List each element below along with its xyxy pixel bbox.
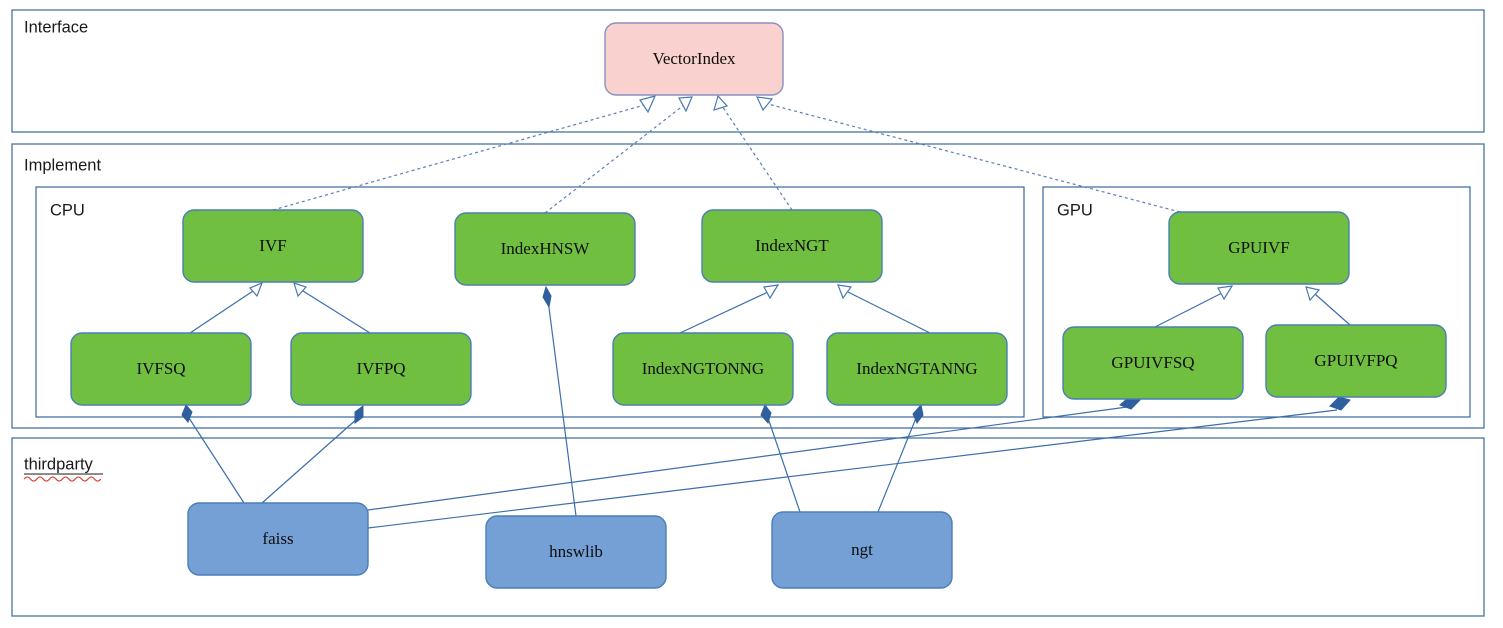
- node-indexhnsw-rect[interactable]: [454, 212, 636, 286]
- hollow-arrowhead-icon: [678, 96, 693, 113]
- filled-diamond-icon: [912, 403, 924, 424]
- node-indexngt[interactable]: IndexNGT: [701, 209, 883, 283]
- hollow-arrowhead-icon: [713, 94, 729, 111]
- edge-gpuivfsq-to-gpuivf: [1154, 285, 1234, 328]
- node-indexngt-rect[interactable]: [701, 209, 883, 283]
- node-gpuivfpq-rect[interactable]: [1265, 324, 1447, 398]
- edge-ivfpq-to-ivf: [293, 282, 371, 334]
- node-ivfpq-rect[interactable]: [290, 332, 472, 406]
- hollow-arrowhead-icon: [248, 281, 264, 298]
- filled-diamond-icon: [181, 404, 193, 423]
- node-ngt-label: ngt: [851, 540, 873, 559]
- hollow-arrowhead-icon: [837, 284, 853, 300]
- edge-ngt-to-indexngtanng: [877, 403, 924, 513]
- node-ngt[interactable]: ngt: [771, 511, 953, 589]
- edge-ivfsq-to-ivf: [189, 281, 264, 334]
- group-interface-label: Interface: [24, 18, 88, 36]
- spellcheck-squiggle-icon: [23, 476, 102, 482]
- node-indexngtanng[interactable]: IndexNGTANNG: [826, 332, 1008, 406]
- hollow-arrowhead-icon: [639, 95, 657, 114]
- node-indexngtonng-rect[interactable]: [612, 332, 794, 406]
- node-faiss-label: faiss: [262, 529, 293, 548]
- edge-indexngt-to-vectorindex: [713, 94, 793, 211]
- hollow-arrowhead-icon: [1217, 285, 1234, 301]
- group-cpu-label: CPU: [50, 201, 85, 219]
- edge-faiss-to-gpuivfpq: [367, 396, 1351, 529]
- node-vectorindex-label: VectorIndex: [652, 49, 736, 68]
- node-indexhnsw[interactable]: IndexHNSW: [454, 212, 636, 286]
- node-vectorindex-rect[interactable]: [604, 22, 784, 96]
- node-indexngtonng-label: IndexNGTONNG: [642, 359, 764, 378]
- node-indexhnsw-label: IndexHNSW: [501, 239, 591, 258]
- group-implement-label: Implement: [24, 156, 101, 174]
- filled-diamond-icon: [354, 405, 364, 424]
- edge-indexhnsw-to-vectorindex: [544, 96, 693, 214]
- node-gpuivfsq-rect[interactable]: [1062, 326, 1244, 400]
- edge-ngt-to-indexngtonng: [760, 403, 801, 513]
- edge-gpuivfpq-to-gpuivf: [1305, 286, 1351, 326]
- node-gpuivf-rect[interactable]: [1168, 211, 1350, 285]
- edge-indexngtonng-to-indexngt: [679, 284, 780, 334]
- node-gpuivfpq-label: GPUIVFPQ: [1314, 351, 1397, 370]
- node-ivf-label: IVF: [259, 236, 286, 255]
- node-gpuivfsq[interactable]: GPUIVFSQ: [1062, 326, 1244, 400]
- hollow-arrowhead-icon: [293, 282, 308, 298]
- node-ngt-rect[interactable]: [771, 511, 953, 589]
- group-thirdparty-label: thirdparty: [24, 455, 94, 473]
- node-gpuivf-label: GPUIVF: [1228, 238, 1289, 257]
- node-hnswlib-rect[interactable]: [485, 515, 667, 589]
- hollow-arrowhead-icon: [755, 96, 774, 112]
- edge-indexngtanng-to-indexngt: [837, 284, 931, 334]
- edge-hnswlib-to-indexhnsw: [542, 285, 577, 517]
- hollow-arrowhead-icon: [1305, 286, 1321, 302]
- node-indexngt-label: IndexNGT: [755, 236, 829, 255]
- node-indexngtanng-rect[interactable]: [826, 332, 1008, 406]
- filled-diamond-icon: [760, 403, 772, 425]
- node-faiss[interactable]: faiss: [187, 502, 369, 576]
- filled-diamond-icon: [542, 285, 552, 309]
- filled-diamond-icon: [1329, 396, 1351, 411]
- edge-faiss-to-ivfsq: [181, 404, 245, 504]
- node-vectorindex[interactable]: VectorIndex: [604, 22, 784, 96]
- node-ivfpq[interactable]: IVFPQ: [290, 332, 472, 406]
- node-ivf[interactable]: IVF: [182, 209, 364, 283]
- node-ivf-rect[interactable]: [182, 209, 364, 283]
- node-faiss-rect[interactable]: [187, 502, 369, 576]
- node-hnswlib[interactable]: hnswlib: [485, 515, 667, 589]
- node-gpuivfpq[interactable]: GPUIVFPQ: [1265, 324, 1447, 398]
- node-ivfsq-label: IVFSQ: [136, 359, 185, 378]
- node-ivfpq-label: IVFPQ: [356, 359, 405, 378]
- group-gpu-label: GPU: [1057, 201, 1093, 219]
- node-gpuivfsq-label: GPUIVFSQ: [1111, 353, 1194, 372]
- node-ivfsq[interactable]: IVFSQ: [70, 332, 252, 406]
- node-ivfsq-rect[interactable]: [70, 332, 252, 406]
- edge-faiss-to-ivfpq: [261, 405, 364, 504]
- node-indexngtonng[interactable]: IndexNGTONNG: [612, 332, 794, 406]
- edge-gpuivf-to-vectorindex: [755, 96, 1181, 213]
- node-indexngtanng-label: IndexNGTANNG: [856, 359, 977, 378]
- node-hnswlib-label: hnswlib: [549, 542, 603, 561]
- edge-ivf-to-vectorindex: [272, 95, 657, 211]
- node-gpuivf[interactable]: GPUIVF: [1168, 211, 1350, 285]
- hollow-arrowhead-icon: [763, 284, 780, 300]
